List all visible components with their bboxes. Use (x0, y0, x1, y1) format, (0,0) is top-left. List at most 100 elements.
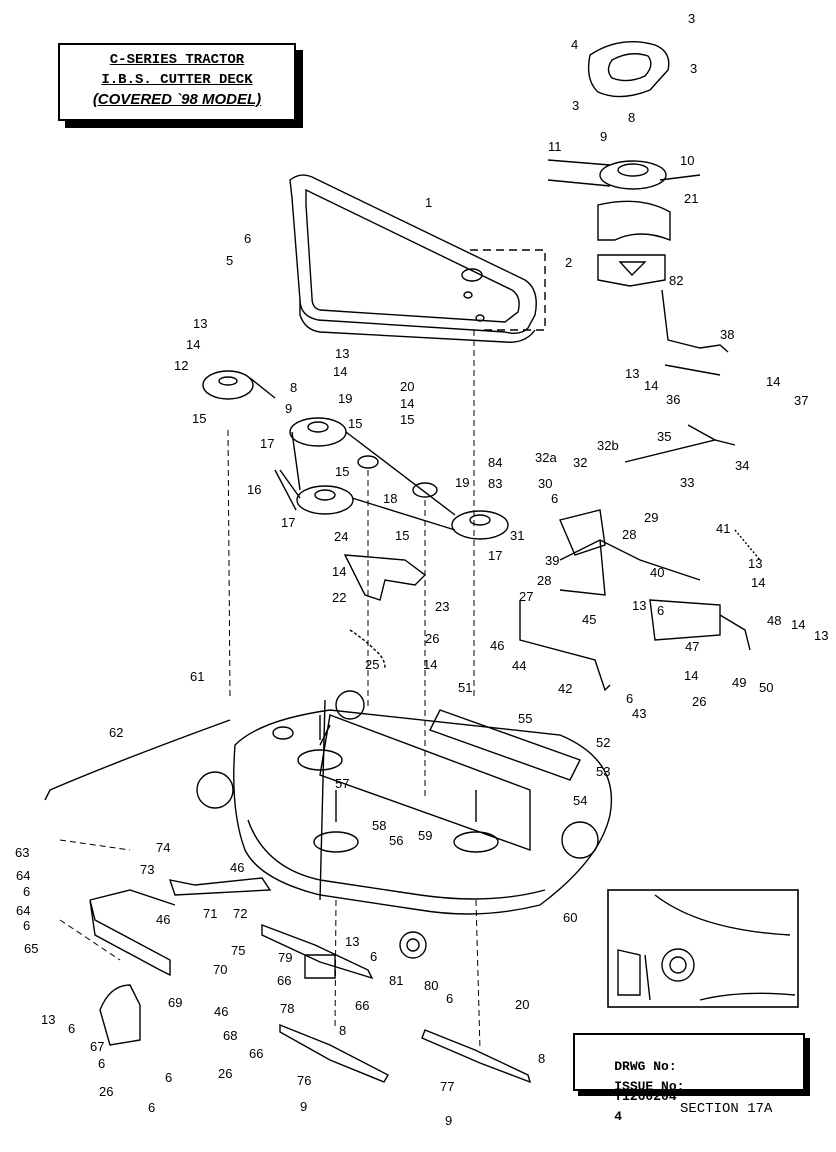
part-number-label: 71 (203, 906, 217, 921)
part-number-label: 45 (582, 612, 596, 627)
part-number-label: 8 (628, 110, 635, 125)
part-number-label: 25 (365, 657, 379, 672)
part-number-label: 3 (688, 11, 695, 26)
part-number-label: 83 (488, 476, 502, 491)
part-number-label: 13 (193, 316, 207, 331)
part-number-label: 46 (214, 1004, 228, 1019)
part-number-label: 8 (290, 380, 297, 395)
part-number-label: 55 (518, 711, 532, 726)
issue-value: 4 (614, 1109, 623, 1124)
part-number-label: 17 (260, 436, 274, 451)
part-number-label: 24 (334, 529, 348, 544)
part-number-label: 6 (148, 1100, 155, 1115)
section-label: SECTION 17A (680, 1101, 773, 1117)
pulley-cover-part (587, 40, 670, 98)
cutter-blades (261, 923, 532, 1084)
part-number-label: 50 (759, 680, 773, 695)
part-number-label: 39 (545, 553, 559, 568)
part-number-label: 64 (16, 903, 30, 918)
part-number-label: 17 (488, 548, 502, 563)
part-number-label: 65 (24, 941, 38, 956)
part-number-label: 81 (389, 973, 403, 988)
part-number-label: 14 (186, 337, 200, 352)
part-number-label: 66 (277, 973, 291, 988)
lift-linkage (519, 289, 761, 692)
part-number-label: 15 (192, 411, 206, 426)
part-number-label: 67 (90, 1039, 104, 1054)
part-number-label: 14 (332, 564, 346, 579)
part-number-label: 43 (632, 706, 646, 721)
part-number-label: 22 (332, 590, 346, 605)
drwg-label: DRWG No: (614, 1059, 677, 1074)
part-number-label: 32b (597, 438, 619, 453)
part-number-label: 17 (281, 515, 295, 530)
part-labels: 1233345689101112131415161717178913141515… (15, 11, 828, 1128)
part-number-label: 78 (280, 1001, 294, 1016)
part-number-label: 68 (223, 1028, 237, 1043)
part-number-label: 9 (445, 1113, 452, 1128)
part-number-label: 32a (535, 450, 557, 465)
part-number-label: 13 (814, 628, 828, 643)
part-number-label: 10 (680, 153, 694, 168)
part-number-label: 69 (168, 995, 182, 1010)
part-number-label: 13 (41, 1012, 55, 1027)
top-pulley-assembly (547, 159, 701, 190)
part-number-label: 13 (345, 934, 359, 949)
part-number-label: 48 (767, 613, 781, 628)
part-number-label: 82 (669, 273, 683, 288)
part-number-label: 11 (548, 139, 562, 154)
part-number-label: 70 (213, 962, 227, 977)
part-number-label: 3 (572, 98, 579, 113)
part-number-label: 3 (690, 61, 697, 76)
part-number-label: 29 (644, 510, 658, 525)
part-number-label: 46 (230, 860, 244, 875)
part-number-label: 2 (565, 255, 572, 270)
part-number-label: 6 (551, 491, 558, 506)
part-number-label: 40 (650, 565, 664, 580)
part-number-label: 8 (538, 1051, 545, 1066)
part-number-label: 8 (339, 1023, 346, 1038)
part-number-label: 63 (15, 845, 29, 860)
alignment-lines (59, 330, 481, 1051)
part-number-label: 44 (512, 658, 526, 673)
left-linkage (44, 719, 427, 1046)
part-number-label: 5 (226, 253, 233, 268)
part-number-label: 1 (425, 195, 432, 210)
part-number-label: 46 (156, 912, 170, 927)
part-number-label: 34 (735, 458, 749, 473)
part-number-label: 14 (751, 575, 765, 590)
cutter-deck-shell (196, 690, 613, 915)
part-number-label: 27 (519, 589, 533, 604)
part-number-label: 18 (383, 491, 397, 506)
drwg-value: T1260204 (614, 1089, 677, 1104)
part-number-label: 6 (626, 691, 633, 706)
part-number-label: 41 (716, 521, 730, 536)
part-number-label: 76 (297, 1073, 311, 1088)
part-number-label: 46 (490, 638, 504, 653)
part-number-label: 28 (537, 573, 551, 588)
part-number-label: 15 (395, 528, 409, 543)
part-number-label: 79 (278, 950, 292, 965)
part-number-label: 66 (355, 998, 369, 1013)
part-number-label: 26 (99, 1084, 113, 1099)
part-number-label: 56 (389, 833, 403, 848)
part-number-label: 15 (400, 412, 414, 427)
part-number-label: 64 (16, 868, 30, 883)
part-number-label: 20 (515, 997, 529, 1012)
part-number-label: 14 (766, 374, 780, 389)
part-number-label: 14 (333, 364, 347, 379)
part-number-label: 9 (600, 129, 607, 144)
part-number-label: 14 (791, 617, 805, 632)
part-number-label: 62 (109, 725, 123, 740)
part-number-label: 38 (720, 327, 734, 342)
part-number-label: 32 (573, 455, 587, 470)
part-number-label: 6 (446, 991, 453, 1006)
part-number-label: 66 (249, 1046, 263, 1061)
issue-label: ISSUE No: (614, 1079, 685, 1094)
part-number-label: 13 (748, 556, 762, 571)
part-number-label: 9 (300, 1099, 307, 1114)
part-number-label: 19 (338, 391, 352, 406)
part-number-label: 75 (231, 943, 245, 958)
part-number-label: 14 (423, 657, 437, 672)
title-line-3: (COVERED `98 MODEL) (92, 91, 262, 108)
